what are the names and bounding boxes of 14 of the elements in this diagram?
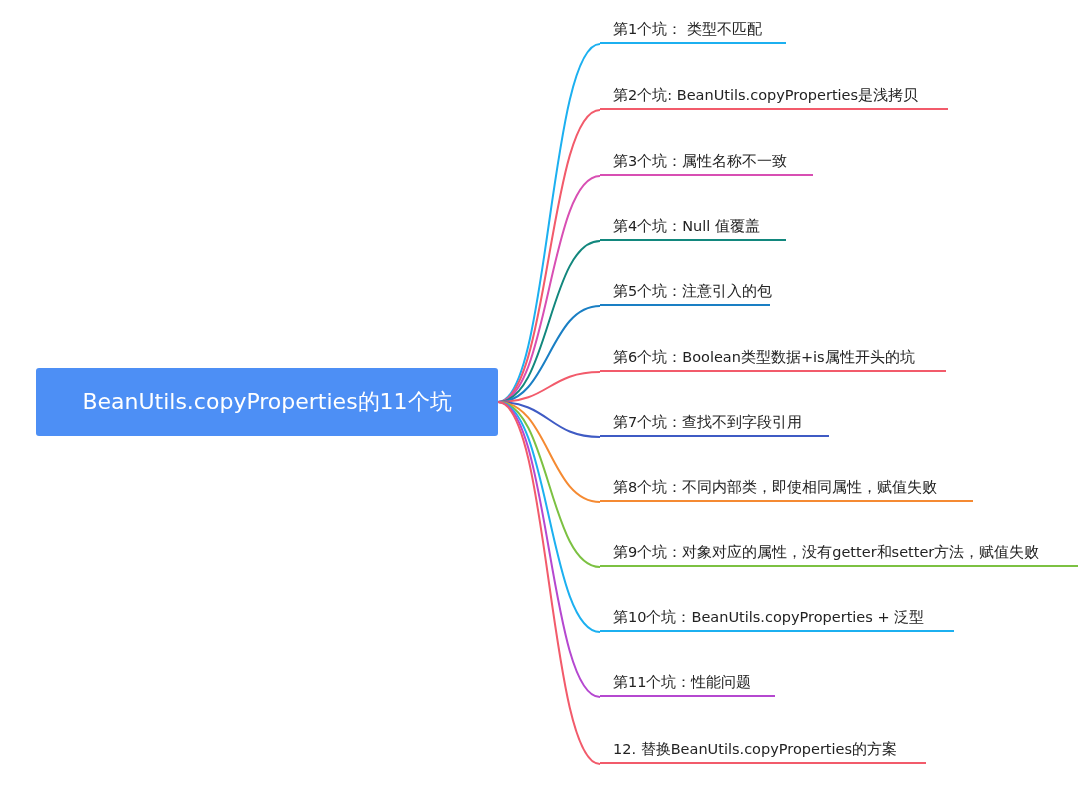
branch-topic: 第3个坑：属性名称不一致 — [600, 148, 813, 176]
branch-connector — [497, 401, 601, 765]
root-topic-box: BeanUtils.copyProperties的11个坑 — [36, 368, 498, 436]
branch-topic: 第5个坑：注意引入的包 — [600, 278, 770, 306]
branch-topic: 第9个坑：对象对应的属性，没有getter和setter方法，赋值失败 — [600, 539, 1078, 567]
branch-topic: 第10个坑：BeanUtils.copyProperties + 泛型 — [600, 604, 954, 632]
branch-topic: 12. 替换BeanUtils.copyProperties的方案 — [600, 736, 926, 764]
branch-topic: 第1个坑： 类型不匹配 — [600, 16, 786, 44]
branch-topic: 第6个坑：Boolean类型数据+is属性开头的坑 — [600, 344, 946, 372]
branch-topic: 第7个坑：查找不到字段引用 — [600, 409, 829, 437]
branch-topic: 第2个坑: BeanUtils.copyProperties是浅拷贝 — [600, 82, 948, 110]
branch-topic: 第8个坑：不同内部类，即使相同属性，赋值失败 — [600, 474, 973, 502]
branch-topic: 第4个坑：Null 值覆盖 — [600, 213, 786, 241]
branch-topic: 第11个坑：性能问题 — [600, 669, 775, 697]
